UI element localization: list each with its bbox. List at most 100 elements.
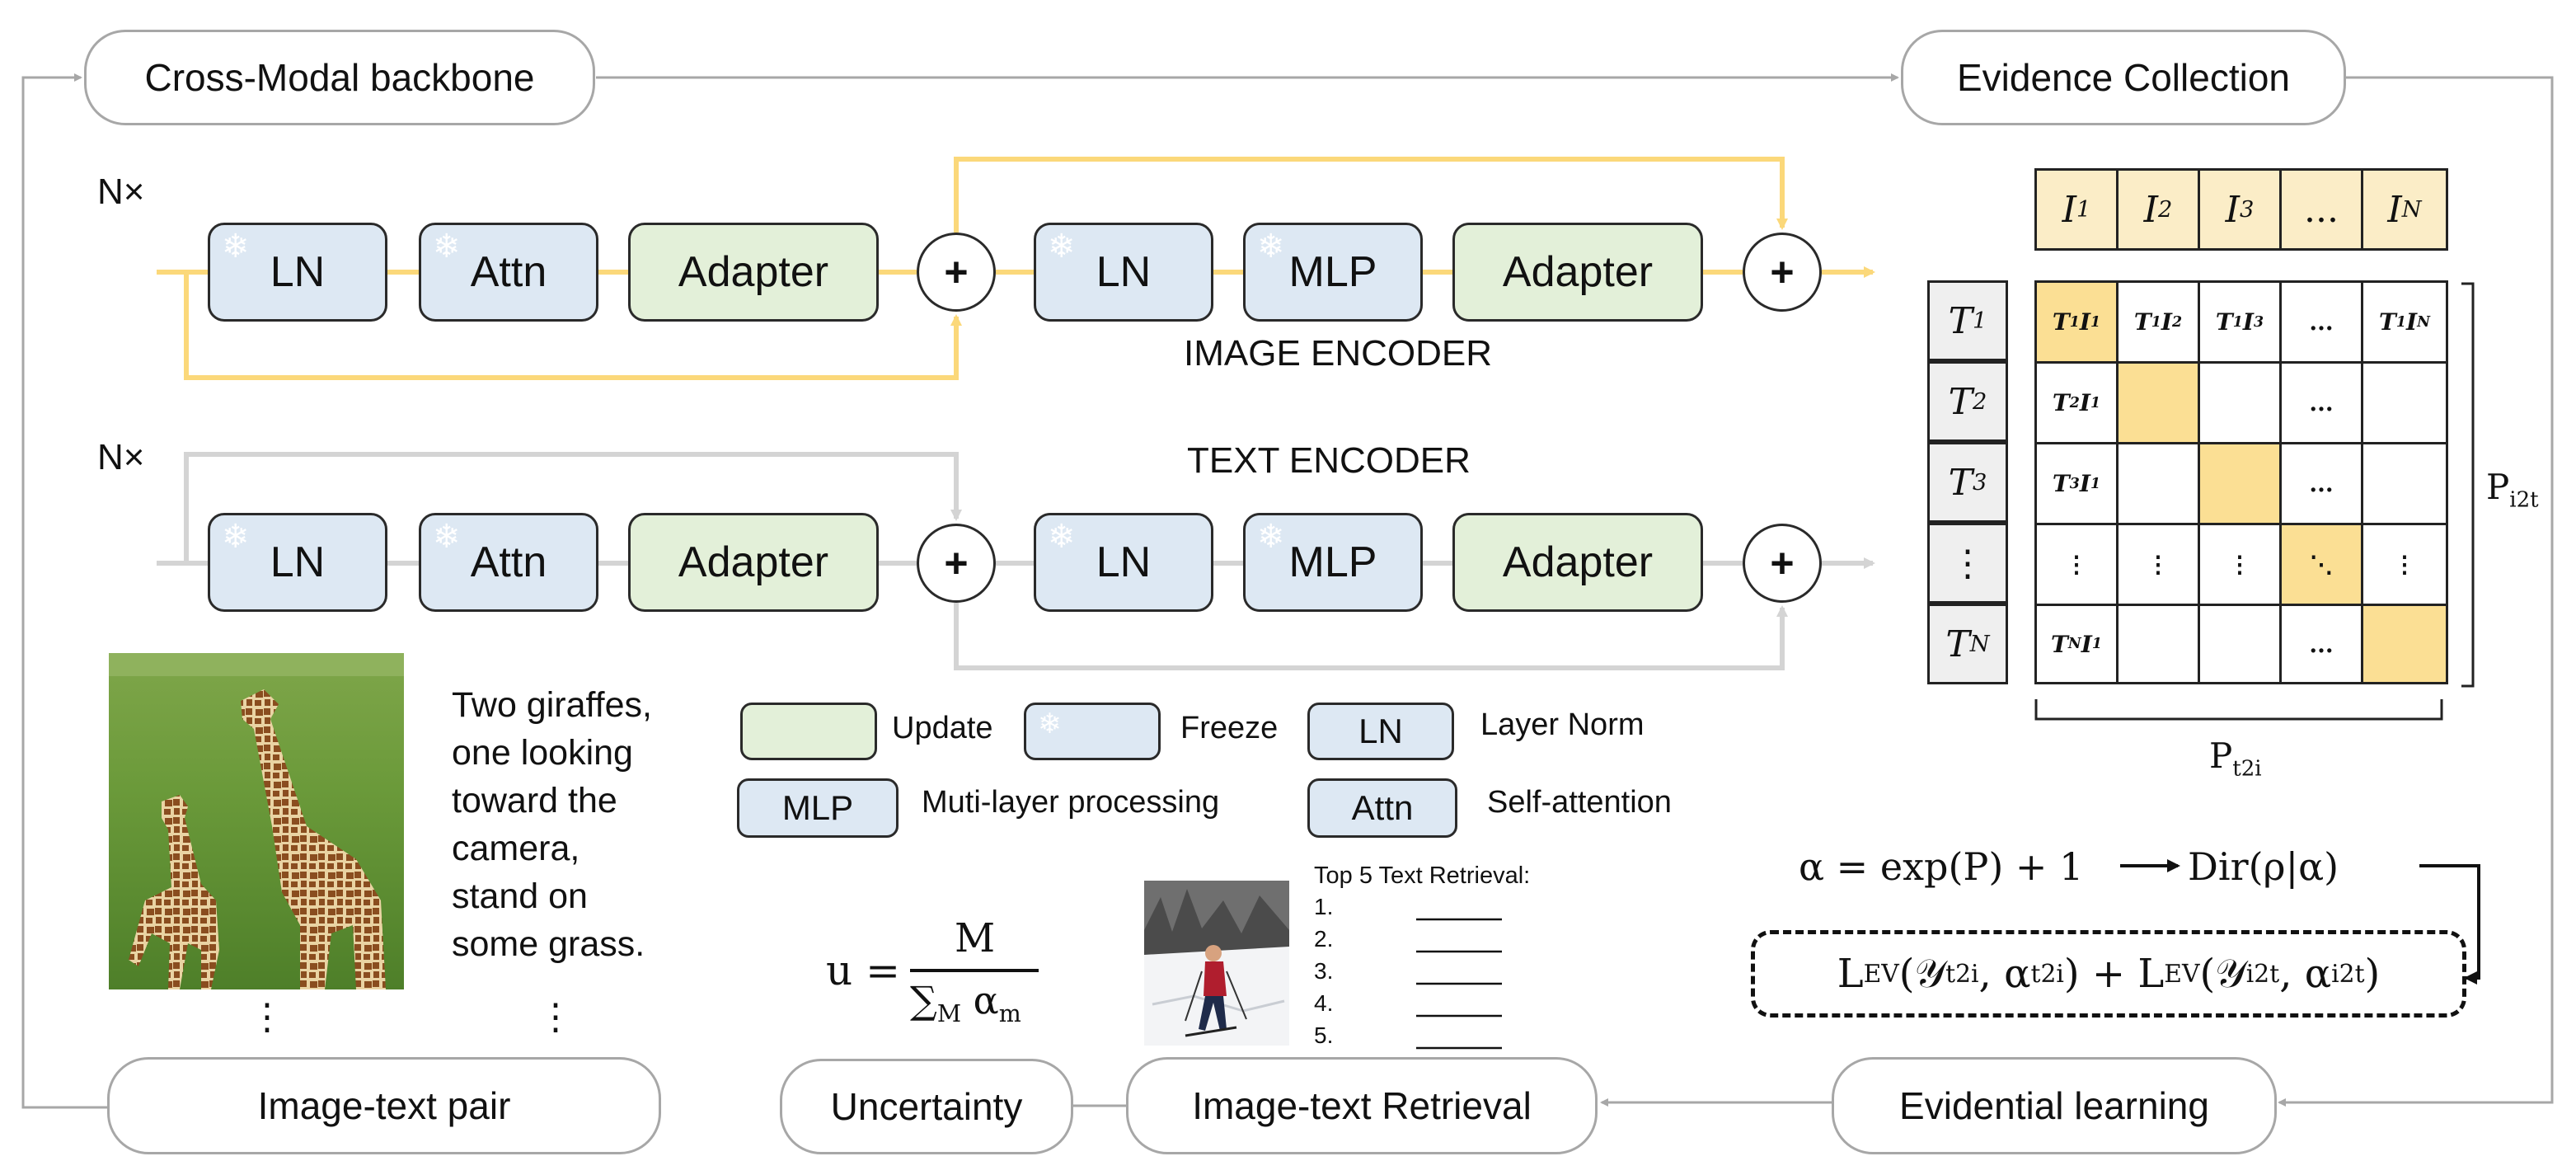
matrix-cell: ⋮ <box>2361 523 2448 606</box>
image-adapter2-block[interactable]: Adapter <box>1452 223 1703 322</box>
snowflake-icon: ❄ <box>1048 518 1076 556</box>
block-label: MLP <box>1288 248 1377 296</box>
text-encoder-label: TEXT ENCODER <box>1187 440 1471 481</box>
text-adapter-block[interactable]: Adapter <box>628 513 879 612</box>
uncertainty-pill[interactable]: Uncertainty <box>780 1059 1073 1154</box>
text-header-ellipsis: ⋮ <box>1927 523 2008 604</box>
u-numerator: M <box>955 915 996 961</box>
backbone-pill[interactable]: Cross-Modal backbone <box>84 30 595 125</box>
alpha-formula: α = exp(P) + 1 <box>1799 844 2084 889</box>
legend-mlp-box: MLP <box>737 778 899 838</box>
pi2t-label: Pi2t <box>2486 467 2539 513</box>
matrix-cell <box>2116 442 2200 525</box>
caption-line: one looking <box>452 733 633 773</box>
snowflake-icon: ❄ <box>433 518 461 556</box>
text-mlp-block[interactable]: ❄MLP <box>1243 513 1423 612</box>
text-add-node-2: + <box>1743 524 1822 603</box>
image-text-pair-pill[interactable]: Image-text pair <box>107 1057 661 1154</box>
matrix-cell: ... <box>2279 442 2363 525</box>
brace-bottom <box>2034 699 2443 721</box>
matrix-cell <box>2361 442 2448 525</box>
giraffe-photo <box>109 653 404 989</box>
image-adapter-block[interactable]: Adapter <box>628 223 879 322</box>
image-text-pair-label: Image-text pair <box>257 1084 511 1127</box>
block-label: LN <box>270 538 326 586</box>
snowflake-icon: ❄ <box>1257 228 1285 266</box>
snowflake-icon: ❄ <box>1048 228 1076 266</box>
matrix-cell <box>2116 604 2200 684</box>
image-encoder-label: IMAGE ENCODER <box>1184 333 1493 374</box>
matrix-cell <box>2361 361 2448 444</box>
block-label: MLP <box>1288 538 1377 586</box>
image-add-node-1: + <box>917 233 996 312</box>
evidential-learning-pill[interactable]: Evidential learning <box>1832 1057 2277 1154</box>
image-ln2-block[interactable]: ❄ LN <box>1034 223 1213 322</box>
text-attn-block[interactable]: ❄Attn <box>419 513 598 612</box>
u-lhs: u = <box>826 947 900 994</box>
retrieval-item-4: 4. <box>1314 990 1334 1016</box>
caption-line: toward the <box>452 781 617 820</box>
photo-more-dots: ⋮ <box>249 997 285 1037</box>
text-ln-block[interactable]: ❄LN <box>208 513 387 612</box>
text-adapter2-block[interactable]: Adapter <box>1452 513 1703 612</box>
uncertainty-label: Uncertainty <box>830 1085 1023 1128</box>
evidence-collection-label: Evidence Collection <box>1956 56 2290 99</box>
dir-to-loss-arrow <box>2419 864 2480 985</box>
photo-caption: Two giraffes, one looking toward the cam… <box>452 681 652 968</box>
matrix-cell: ⋮ <box>2116 523 2200 606</box>
legend-ln-desc: Layer Norm <box>1480 707 1645 742</box>
evidential-learning-label: Evidential learning <box>1899 1084 2209 1127</box>
image-mlp-block[interactable]: ❄MLP <box>1243 223 1423 322</box>
evidence-collection-pill[interactable]: Evidence Collection <box>1901 30 2346 125</box>
block-label: Attn <box>470 248 547 296</box>
block-label: Adapter <box>1502 538 1654 586</box>
legend-update-label: Update <box>892 711 993 745</box>
caption-line: stand on <box>452 877 588 916</box>
matrix-cell: ⋮ <box>2034 523 2119 606</box>
matrix-cell: ⋮ <box>2198 523 2282 606</box>
block-label: LN <box>1096 248 1152 296</box>
retrieval-title: Top 5 Text Retrieval: <box>1314 862 1531 889</box>
snowflake-icon: ❄ <box>1257 518 1285 556</box>
matrix-cell: ... <box>2279 280 2363 364</box>
retrieval-pill[interactable]: Image-text Retrieval <box>1126 1057 1598 1154</box>
image-add-node-2: + <box>1743 233 1822 312</box>
caption-line: some grass. <box>452 924 645 964</box>
flow-loop <box>21 73 2554 1109</box>
retrieval-blanks <box>1416 918 1502 1050</box>
retrieval-label: Image-text Retrieval <box>1192 1084 1532 1127</box>
block-label: Attn <box>470 538 547 586</box>
image-ln-block[interactable]: ❄LN <box>208 223 387 322</box>
matrix-cell <box>2198 604 2282 684</box>
image-attn-block[interactable]: ❄Attn <box>419 223 598 322</box>
legend-ln-box: LN <box>1307 703 1454 760</box>
caption-line: Two giraffes, <box>452 685 652 725</box>
caption-more-dots: ⋮ <box>537 997 574 1037</box>
pt2i-label: Pt2i <box>2209 736 2262 782</box>
dirichlet-formula: Dir(ρ|α) <box>2188 844 2339 889</box>
matrix-cell <box>2198 361 2282 444</box>
legend-update-swatch <box>740 703 877 760</box>
snowflake-icon: ❄ <box>222 228 250 266</box>
legend-attn-box: Attn <box>1307 778 1457 838</box>
legend-freeze-swatch: ❄ <box>1024 703 1161 760</box>
matrix-cell: ... <box>2279 361 2363 444</box>
snowflake-icon: ❄ <box>1038 707 1062 740</box>
text-ln2-block[interactable]: ❄LN <box>1034 513 1213 612</box>
legend-mlp-desc: Muti-layer processing <box>922 785 1220 820</box>
backbone-label: Cross-Modal backbone <box>144 56 535 99</box>
legend-freeze-label: Freeze <box>1180 711 1279 745</box>
matrix-cell: ⋱ <box>2279 523 2363 606</box>
